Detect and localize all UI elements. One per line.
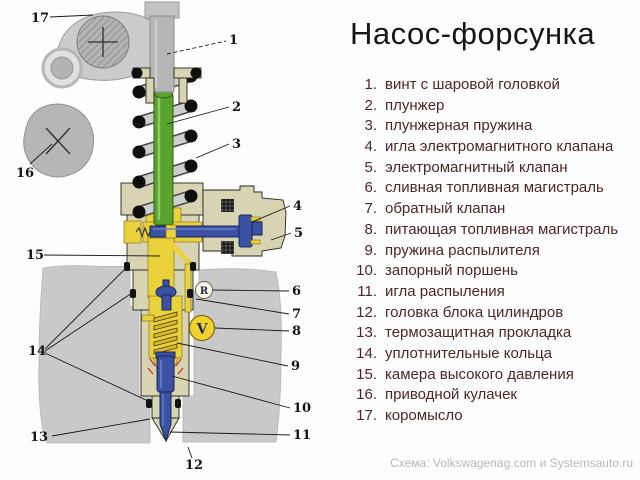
page-title: Насос-форсунка: [350, 16, 596, 51]
part-number: 17.: [356, 407, 377, 424]
callout-11: 11: [293, 428, 311, 443]
part-item: 3. плунжерная пружина: [350, 117, 638, 138]
spring-retainer: [131, 67, 202, 104]
fuel-line-symbols: R V: [188, 281, 216, 342]
part-number: 4.: [364, 138, 377, 156]
part-item: 11. игла распыления: [350, 283, 638, 304]
callout-7: 7: [292, 307, 301, 322]
callout-lines: [29, 14, 292, 459]
part-number: 13.: [356, 324, 377, 342]
callout-labels: 1 2 3 4 5 6 7 8 9 10 11 12 13 14 15 16 1…: [16, 11, 311, 473]
callout-10: 10: [293, 401, 311, 416]
nozzle-assembly: [147, 279, 184, 443]
callout-15: 15: [26, 248, 44, 263]
return-line-port: [195, 281, 213, 299]
part-number: 16.: [356, 386, 377, 404]
callout-14: 14: [28, 344, 46, 359]
part-item: 14. уплотнительные кольца: [350, 345, 638, 366]
part-number: 9.: [364, 241, 377, 259]
supply-line-symbol: V: [196, 322, 209, 338]
part-item: 8. питающая топливная магистраль: [350, 221, 638, 242]
part-number: 1.: [364, 76, 377, 93]
supply-line-port: [188, 314, 216, 342]
check-valve-spring: [135, 226, 152, 238]
injector-svg: R V 1 2 3 4 5: [16, 1, 311, 473]
part-item: 5. электромагнитный клапан: [350, 159, 638, 180]
callout-1: 1: [229, 33, 238, 48]
part-number: 10.: [356, 262, 377, 280]
part-number: 12.: [356, 303, 377, 321]
part-item: 15. камера высокого давления: [350, 366, 638, 387]
part-label: камера высокого давления: [385, 365, 574, 383]
shutoff-piston: [156, 355, 175, 393]
part-label: питающая топливная магистраль: [385, 220, 619, 238]
seal-marks: [147, 358, 184, 375]
part-item: 13. термозащитная прокладка: [350, 324, 638, 345]
part-item: 17. коромысло: [350, 407, 638, 428]
legend-panel: Насос-форсунка 1. винт с шаровой головкой…: [336, 0, 638, 428]
part-item: 7. обратный клапан: [350, 200, 638, 221]
callout-2: 2: [232, 100, 241, 115]
plunger: [153, 89, 174, 226]
part-label: электромагнитный клапан: [385, 158, 568, 176]
part-number: 14.: [356, 344, 377, 362]
part-label: винт с шаровой головкой: [385, 76, 560, 93]
parts-list: 1. винт с шаровой головкой 2. плунжер 3. пл…: [350, 76, 638, 428]
part-item: 12. головка блока цилиндров: [350, 304, 638, 325]
part-label: термозащитная прокладка: [385, 324, 572, 342]
callout-3: 3: [232, 137, 241, 152]
part-label: обратный клапан: [385, 200, 506, 218]
part-label: пружина распылителя: [385, 241, 540, 259]
part-item: 1. винт с шаровой головкой: [350, 76, 638, 97]
part-number: 7.: [364, 200, 377, 218]
inlet-check-valve: [123, 220, 142, 244]
part-label: игла распыления: [385, 282, 505, 300]
callout-12: 12: [185, 458, 203, 473]
callout-5: 5: [294, 226, 303, 241]
callout-17: 17: [31, 11, 49, 26]
part-item: 4. игла электромагнитного клапана: [350, 138, 638, 159]
part-label: игла электромагнитного клапана: [385, 138, 614, 156]
part-label: плунжер: [385, 96, 445, 114]
part-label: головка блока цилиндров: [385, 303, 564, 321]
part-number: 2.: [364, 96, 377, 114]
part-number: 11.: [357, 282, 377, 300]
callout-13: 13: [30, 430, 48, 445]
part-label: сливная топливная магистраль: [385, 179, 604, 197]
callout-6: 6: [292, 284, 301, 299]
unit-injector-diagram: R V 1 2 3 4 5: [16, 1, 311, 473]
part-item: 2. плунжер: [350, 97, 638, 118]
callout-16: 16: [16, 166, 34, 181]
callout-8: 8: [292, 324, 301, 339]
solenoid-needle: [149, 225, 241, 238]
solenoid-armature: [238, 214, 253, 248]
part-label: плунжерная пружина: [385, 117, 533, 135]
part-item: 10. запорный поршень: [350, 262, 638, 283]
solenoid-valve: [149, 199, 263, 254]
return-line-symbol: R: [200, 286, 209, 297]
callout-9: 9: [291, 359, 300, 374]
part-label: приводной кулачек: [385, 386, 517, 404]
part-number: 15.: [356, 365, 377, 383]
part-number: 6.: [364, 179, 377, 197]
part-item: 6. сливная топливная магистраль: [350, 179, 638, 200]
part-number: 8.: [364, 220, 377, 238]
rocker-arm: [41, 11, 165, 89]
part-item: 9. пружина распылителя: [350, 242, 638, 263]
part-number: 3.: [364, 117, 377, 135]
part-label: уплотнительные кольца: [385, 344, 553, 362]
callout-4: 4: [293, 199, 302, 214]
solenoid-coil-upper: [221, 199, 234, 212]
credit-text: Схема: Volkswagenag.com и Systemsauto.ru: [390, 456, 633, 470]
part-label: коромысло: [385, 407, 463, 424]
drive-cam: [23, 103, 95, 178]
part-item: 16. приводной кулачек: [350, 386, 638, 407]
part-label: запорный поршень: [385, 262, 518, 280]
part-number: 5.: [364, 158, 377, 176]
solenoid-coil-lower: [221, 241, 234, 254]
